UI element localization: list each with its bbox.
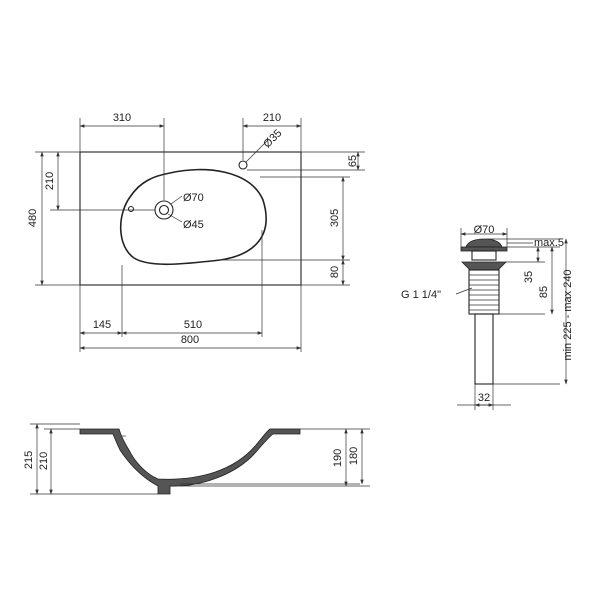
dim-800-label: 800 — [181, 334, 199, 346]
dim-d45-label: Ø45 — [183, 219, 204, 231]
dim-d35-label: Ø35 — [261, 127, 284, 150]
dim-210-left-label: 210 — [44, 172, 56, 190]
dim-210-top-label: 210 — [263, 112, 281, 124]
drain-dim-range-label: min 225 - max 240 — [562, 269, 574, 360]
side-dim-180-label: 180 — [348, 447, 360, 465]
drain-dim-85-label: 85 — [538, 286, 550, 298]
dim-510-label: 510 — [184, 319, 202, 331]
drain-flange — [460, 246, 508, 252]
top-view: 310 210 Ø35 65 210 480 Ø70 Ø45 305 80 14… — [27, 112, 365, 352]
drain-cap — [465, 238, 503, 248]
dim-145-label: 145 — [93, 319, 111, 331]
dim-d70-label: Ø70 — [183, 192, 204, 204]
overflow-hole — [127, 205, 135, 213]
drain-inner-circle — [158, 204, 170, 216]
drain-neck — [471, 250, 497, 261]
side-dim-215-label: 215 — [23, 451, 35, 469]
countertop-outline — [79, 151, 302, 286]
drain-thread-label: G 1 1/4" — [401, 289, 441, 301]
dim-65-label: 65 — [347, 155, 359, 167]
basin-section — [79, 428, 301, 495]
drain-dim-max5-label: max.5 — [534, 237, 564, 249]
side-view: 215 210 190 180 — [23, 423, 370, 495]
basin-outline — [119, 168, 267, 266]
drain-view: Ø70 max.5 G 1 1/4" 35 85 min 225 - max 2… — [401, 224, 574, 410]
dim-480-label: 480 — [27, 209, 39, 227]
dim-310-label: 310 — [113, 112, 131, 124]
drain-tailpipe — [474, 313, 494, 385]
drain-thread — [468, 269, 500, 315]
side-dim-190-label: 190 — [332, 449, 344, 467]
drain-dim-32-label: 32 — [478, 392, 490, 404]
dim-80-label: 80 — [329, 266, 341, 278]
drain-outer-circle — [154, 200, 174, 220]
drain-collar — [461, 261, 507, 271]
drain-dim-35-label: 35 — [523, 271, 535, 283]
dim-305-label: 305 — [329, 209, 341, 227]
thread-lines — [469, 274, 499, 311]
drain-dim-d70-label: Ø70 — [474, 224, 495, 236]
tap-hole — [238, 160, 248, 170]
side-dim-210-label: 210 — [38, 452, 50, 470]
